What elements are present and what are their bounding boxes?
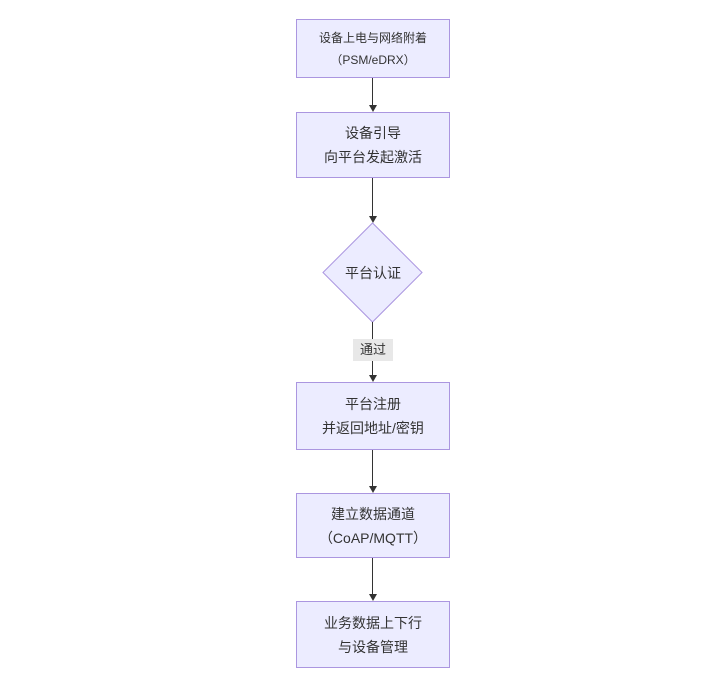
arrow-down-icon (369, 375, 377, 382)
node-label-line: 建立数据通道 (331, 505, 415, 522)
node-label-line: （PSM/eDRX） (330, 52, 416, 67)
node-label-line: 业务数据上下行 (324, 614, 422, 631)
arrow-down-icon (369, 594, 377, 601)
node-label-line: 设备上电与网络附着 (318, 30, 427, 45)
edge-line (372, 558, 373, 594)
node-label-line: 向平台发起激活 (324, 149, 422, 165)
node-device-bootstrap: 设备引导 向平台发起激活 (296, 112, 450, 178)
node-label-line: 并返回地址/密钥 (322, 420, 424, 436)
node-label-line: 与设备管理 (338, 638, 408, 655)
arrow-down-icon (369, 486, 377, 493)
decision-label: 平台认证 (345, 264, 401, 281)
node-business-data: 业务数据上下行 与设备管理 (296, 601, 450, 668)
node-label-line: 平台注册 (345, 396, 401, 412)
node-data-channel: 建立数据通道 （CoAP/MQTT） (296, 493, 450, 558)
edge-line (372, 178, 373, 216)
edge-line (372, 78, 373, 105)
arrow-down-icon (369, 105, 377, 112)
node-platform-register: 平台注册 并返回地址/密钥 (296, 382, 450, 450)
node-power-network-attach: 设备上电与网络附着 （PSM/eDRX） (296, 19, 450, 78)
edge-line (372, 450, 373, 486)
node-label-line: （CoAP/MQTT） (318, 529, 428, 546)
edge-label-pass: 通过 (352, 339, 394, 361)
node-label-line: 设备引导 (345, 125, 401, 141)
arrow-down-icon (369, 216, 377, 223)
